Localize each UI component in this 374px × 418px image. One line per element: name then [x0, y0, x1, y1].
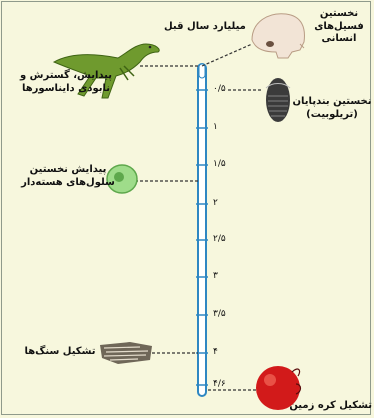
- tick-label: ۲: [213, 198, 218, 208]
- tick-label: ۳/۵: [213, 309, 226, 319]
- leader-lines: [130, 44, 262, 390]
- axis-title: میلیارد سال قبل: [164, 21, 246, 34]
- tick-label: ۰/۵: [213, 84, 226, 94]
- arthropods-label: نخستین بندپایان (تریلوبیت): [292, 96, 372, 121]
- rock-icon: [100, 342, 152, 364]
- eukaryotic-cells-label: پیدایش نخستین سلول‌های هسته‌دار: [18, 164, 118, 189]
- tick-label: ۱/۵: [213, 159, 226, 169]
- tick-label: ۴: [213, 347, 218, 357]
- earth-label: تشکیل کره زمین: [292, 400, 372, 413]
- human-fossils-label: نخستین فسیل‌های انسانی: [306, 8, 372, 46]
- tick-label: ۳: [213, 271, 218, 281]
- trilobite-icon: [266, 78, 290, 122]
- rocks-label: تشکیل سنگ‌ها: [24, 346, 96, 359]
- dinosaurs-label: پیدایش، گسترش و نابودی دایناسورها: [6, 70, 126, 95]
- tick-label: ۴/۶: [213, 379, 226, 389]
- timeline-bar: [196, 64, 208, 396]
- tick-label: ۱: [213, 122, 218, 132]
- tick-label: ۲/۵: [213, 234, 226, 244]
- skull-icon: [252, 14, 304, 58]
